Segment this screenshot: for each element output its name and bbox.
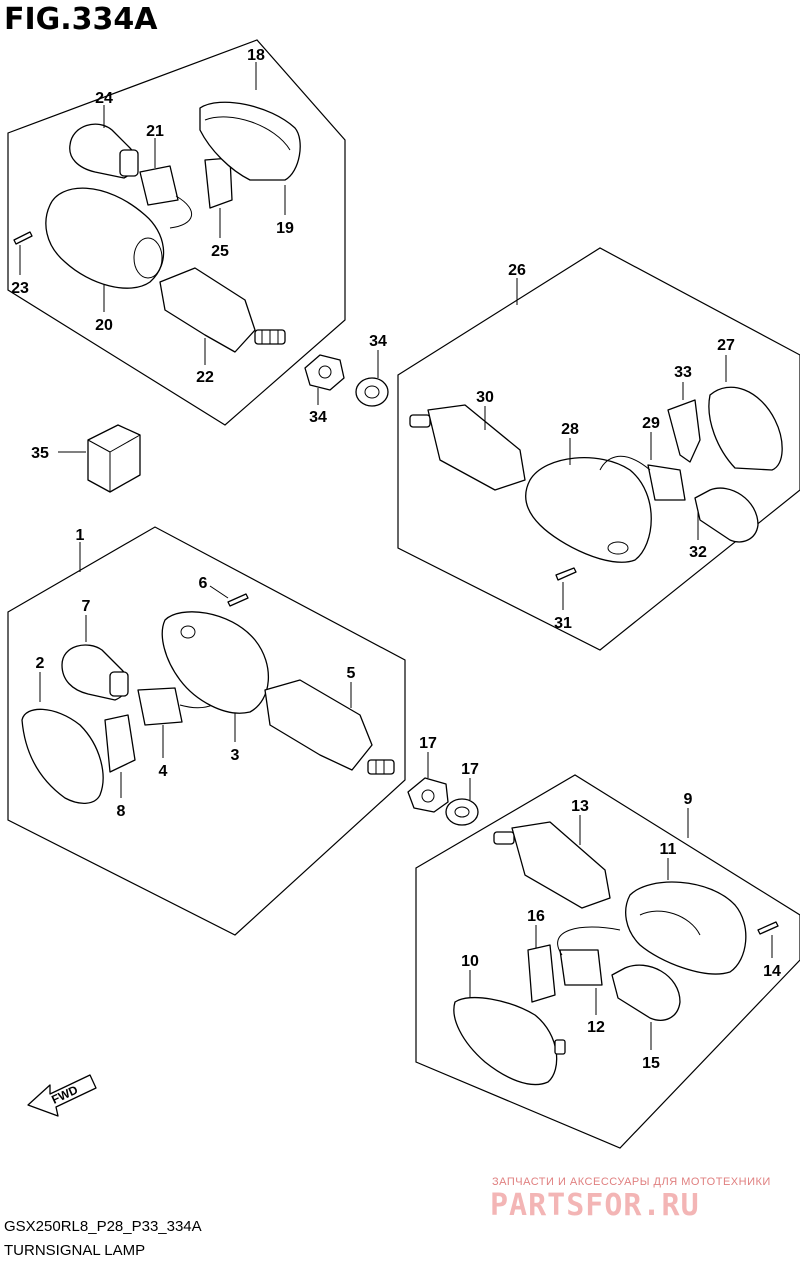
diagram-code: GSX250RL8_P28_P33_334A bbox=[4, 1218, 202, 1235]
callout-1: 1 bbox=[76, 527, 85, 544]
socket-12 bbox=[557, 926, 621, 986]
housing-3 bbox=[161, 611, 269, 714]
bulb-32 bbox=[694, 487, 759, 543]
callout-26: 26 bbox=[508, 262, 526, 279]
callout-21: 21 bbox=[146, 123, 164, 140]
callout-27: 27 bbox=[717, 337, 735, 354]
fwd-arrow: FWD bbox=[27, 1074, 97, 1117]
callout-30: 30 bbox=[476, 389, 494, 406]
callout-8: 8 bbox=[117, 803, 126, 820]
lens-2 bbox=[21, 708, 104, 804]
callout-11: 11 bbox=[660, 841, 677, 858]
socket-21 bbox=[139, 165, 193, 229]
nut-34a bbox=[304, 354, 345, 391]
stem-5 bbox=[264, 679, 395, 775]
figure-title: FIG.334A bbox=[4, 2, 158, 37]
assembly-frame-1 bbox=[7, 526, 406, 936]
screw-31 bbox=[555, 567, 577, 581]
bulb-24 bbox=[69, 123, 139, 179]
clip-16 bbox=[527, 944, 556, 1003]
callout-34-upper: 34 bbox=[369, 333, 387, 350]
bulb-7 bbox=[61, 644, 129, 701]
housing-20 bbox=[45, 187, 165, 289]
nut-17a bbox=[407, 777, 449, 813]
stem-30 bbox=[409, 404, 526, 491]
bulb-15 bbox=[611, 964, 681, 1021]
callout-32: 32 bbox=[689, 544, 707, 561]
callout-12: 12 bbox=[587, 1019, 605, 1036]
callout-18: 18 bbox=[247, 47, 265, 64]
callout-3: 3 bbox=[231, 747, 240, 764]
callout-35: 35 bbox=[31, 445, 49, 462]
clip-8 bbox=[104, 714, 136, 773]
callout-13: 13 bbox=[571, 798, 589, 815]
screw-6 bbox=[227, 593, 249, 607]
callout-31: 31 bbox=[554, 615, 572, 632]
lens-27 bbox=[708, 386, 783, 471]
assembly-frame-9 bbox=[415, 774, 800, 1149]
callout-29: 29 bbox=[642, 415, 660, 432]
screw-14 bbox=[757, 921, 779, 935]
callout-19: 19 bbox=[276, 220, 294, 237]
callout-22: 22 bbox=[196, 369, 214, 386]
callout-9: 9 bbox=[684, 791, 693, 808]
callout-4: 4 bbox=[159, 763, 168, 780]
callout-17-lower: 17 bbox=[461, 761, 479, 778]
callout-34-lower: 34 bbox=[309, 409, 327, 426]
watermark-tagline: ЗАПЧАСТИ И АКСЕССУАРЫ ДЛЯ МОТОТЕХНИКИ bbox=[492, 1176, 771, 1188]
callout-10: 10 bbox=[461, 953, 479, 970]
callout-28: 28 bbox=[561, 421, 579, 438]
stem-13 bbox=[493, 821, 611, 909]
callout-14: 14 bbox=[763, 963, 781, 980]
socket-29 bbox=[599, 455, 686, 501]
watermark-logo: PARTSFOR.RU bbox=[490, 1188, 700, 1223]
leader-lines bbox=[19, 62, 773, 1050]
lens-18 bbox=[199, 101, 301, 181]
callout-23: 23 bbox=[11, 280, 29, 297]
callout-33: 33 bbox=[674, 364, 692, 381]
assembly-frame-18 bbox=[7, 39, 346, 426]
housing-28 bbox=[525, 457, 652, 563]
diagram-caption: TURNSIGNAL LAMP bbox=[4, 1242, 146, 1259]
callout-6: 6 bbox=[199, 575, 208, 592]
callout-17-upper: 17 bbox=[419, 735, 437, 752]
callout-2: 2 bbox=[36, 655, 45, 672]
housing-11 bbox=[625, 881, 747, 975]
nut-34b bbox=[355, 377, 389, 407]
relay-35 bbox=[87, 424, 141, 493]
callout-20: 20 bbox=[95, 317, 113, 334]
assembly-frame-26 bbox=[397, 247, 800, 651]
callout-15: 15 bbox=[642, 1055, 660, 1072]
stem-22 bbox=[159, 267, 286, 353]
callout-16: 16 bbox=[527, 908, 545, 925]
nut-17b bbox=[445, 798, 479, 826]
callout-25: 25 bbox=[211, 243, 229, 260]
callout-5: 5 bbox=[347, 665, 356, 682]
callout-24: 24 bbox=[95, 90, 113, 107]
lens-10 bbox=[453, 996, 566, 1086]
clip-33 bbox=[667, 399, 701, 463]
callout-7: 7 bbox=[82, 598, 91, 615]
screw-23 bbox=[13, 231, 33, 245]
